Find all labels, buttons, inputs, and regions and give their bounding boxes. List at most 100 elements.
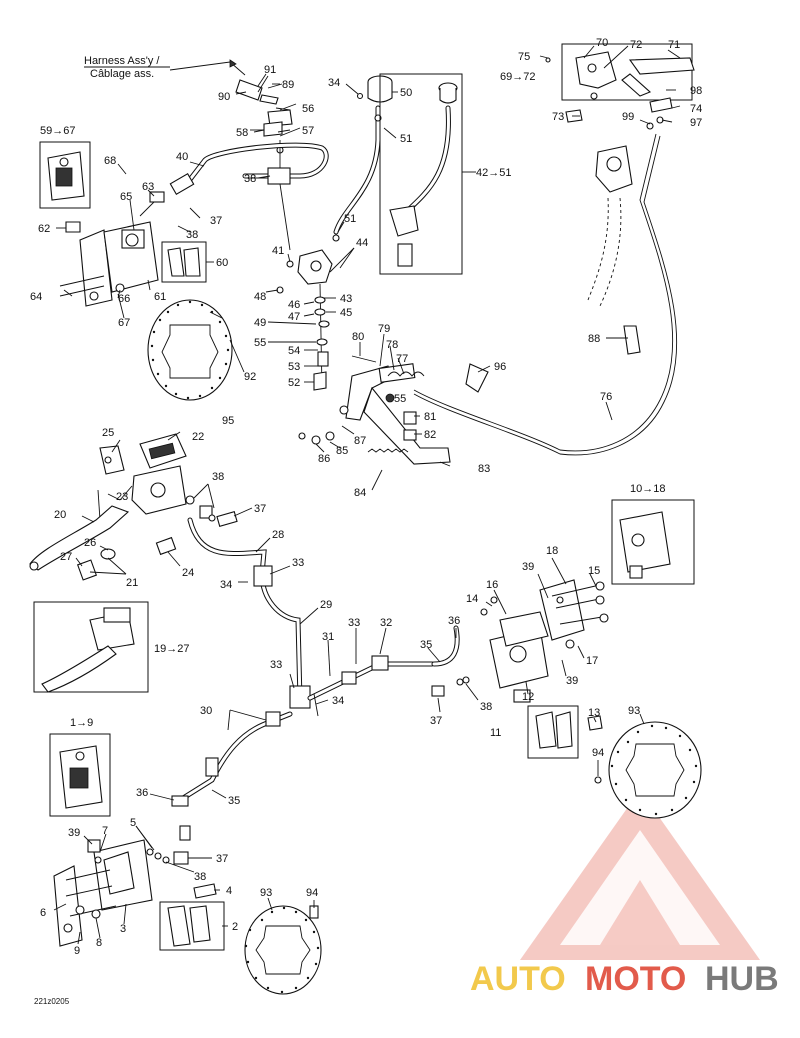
callout: 33 — [292, 557, 304, 569]
harness-label: Harness Ass'y / Câblage ass. — [84, 55, 246, 80]
callout: 30 — [200, 705, 212, 717]
front-left-caliper — [59, 191, 165, 307]
front-master-cylinder — [97, 433, 187, 521]
callout: 48 — [254, 291, 266, 303]
callout: 9 — [74, 945, 80, 957]
callout: 36 — [448, 615, 460, 627]
callout: 78 — [386, 339, 398, 351]
callout: 85 — [336, 445, 348, 457]
callout: 25 — [102, 427, 114, 439]
callout: 19→27 — [154, 643, 189, 655]
callout: 56 — [302, 103, 314, 115]
callout: 50 — [400, 87, 412, 99]
callout: 24 — [182, 567, 194, 579]
callout: 55 — [394, 393, 406, 405]
callout: 94 — [306, 887, 318, 899]
callout: 79 — [378, 323, 390, 335]
inset-caliper-1-9 — [49, 733, 111, 817]
callout: 34 — [328, 77, 340, 89]
callout: 37 — [210, 215, 222, 227]
callout: 40 — [176, 151, 188, 163]
callout: 96 — [494, 361, 506, 373]
callout: 42→51 — [476, 167, 511, 179]
callout: 93 — [628, 705, 640, 717]
harness-label-line2: Câblage ass. — [90, 68, 154, 80]
callout: 38 — [194, 871, 206, 883]
callout: 35 — [420, 639, 432, 651]
callout: 65 — [120, 191, 132, 203]
callout: 1→9 — [70, 717, 93, 729]
watermark-logo: AUTO MOTO HUB — [470, 790, 779, 998]
callout: 76 — [600, 391, 612, 403]
callout: 18 — [546, 545, 558, 557]
inset-brake-lever-69-72 — [561, 43, 695, 101]
callout: 12 — [522, 691, 534, 703]
callout: 32 — [380, 617, 392, 629]
front-right-caliper — [431, 579, 609, 703]
callout: 35 — [228, 795, 240, 807]
callout: 81 — [424, 411, 436, 423]
callout: 33 — [348, 617, 360, 629]
callout: 51 — [400, 133, 412, 145]
front-brake-lever — [29, 505, 177, 581]
brake-light-switch — [250, 103, 301, 175]
leader-lines — [53, 45, 681, 945]
callout: 52 — [288, 377, 300, 389]
callout: 94 — [592, 747, 604, 759]
callout: 47 — [288, 311, 300, 323]
cable-76 — [413, 133, 678, 456]
callout: 66 — [118, 293, 130, 305]
callout: 82 — [424, 429, 436, 441]
callout: 46 — [288, 299, 300, 311]
callout: 60 — [216, 257, 228, 269]
callout: 36 — [136, 787, 148, 799]
callout: 7 — [102, 825, 108, 837]
callout: 37 — [254, 503, 266, 515]
inset-caliper-59-67 — [39, 141, 91, 209]
callout: 53 — [288, 361, 300, 373]
rear-brake-pedal — [298, 355, 451, 465]
callout: 22 — [192, 431, 204, 443]
watermark-hub: HUB — [705, 960, 779, 998]
callout: 6 — [40, 907, 46, 919]
callout: 39 — [68, 827, 80, 839]
callout: 39 — [522, 561, 534, 573]
callout: 13 — [588, 707, 600, 719]
callout: 34 — [220, 579, 232, 591]
callout: 87 — [354, 435, 366, 447]
harness-label-line1: Harness Ass'y / — [84, 55, 160, 67]
callout: 45 — [340, 307, 352, 319]
front-rotor-right — [594, 721, 702, 819]
brake-pads-box-60 — [161, 241, 207, 283]
callout: 54 — [288, 345, 300, 357]
watermark-auto: AUTO — [470, 960, 566, 998]
callout: 37 — [430, 715, 442, 727]
callout: 89 — [282, 79, 294, 91]
inset-reservoir-42-51 — [379, 73, 463, 275]
callout: 80 — [352, 331, 364, 343]
callout: 17 — [586, 655, 598, 667]
callout: 44 — [356, 237, 368, 249]
callout: 38 — [480, 701, 492, 713]
callout: 61 — [154, 291, 166, 303]
callout: 59→67 — [40, 125, 75, 137]
callout: 86 — [318, 453, 330, 465]
brake-pads-box-11 — [527, 705, 603, 759]
callout: 58 — [236, 127, 248, 139]
rear-rotor — [244, 905, 322, 995]
figure-code: 221z0205 — [34, 997, 70, 1006]
callout: 20 — [54, 509, 66, 521]
callout: 28 — [272, 529, 284, 541]
front-rotor-left — [147, 299, 245, 401]
inset-caliper-10-18 — [611, 499, 695, 585]
callout: 95 — [222, 415, 234, 427]
callout: 16 — [486, 579, 498, 591]
callout: 31 — [322, 631, 334, 643]
callout: 93 — [260, 887, 272, 899]
callout: 68 — [104, 155, 116, 167]
callout: 33 — [270, 659, 282, 671]
callout: 3 — [120, 923, 126, 935]
inset-front-master-19-27 — [33, 601, 149, 693]
callout: 57 — [302, 125, 314, 137]
